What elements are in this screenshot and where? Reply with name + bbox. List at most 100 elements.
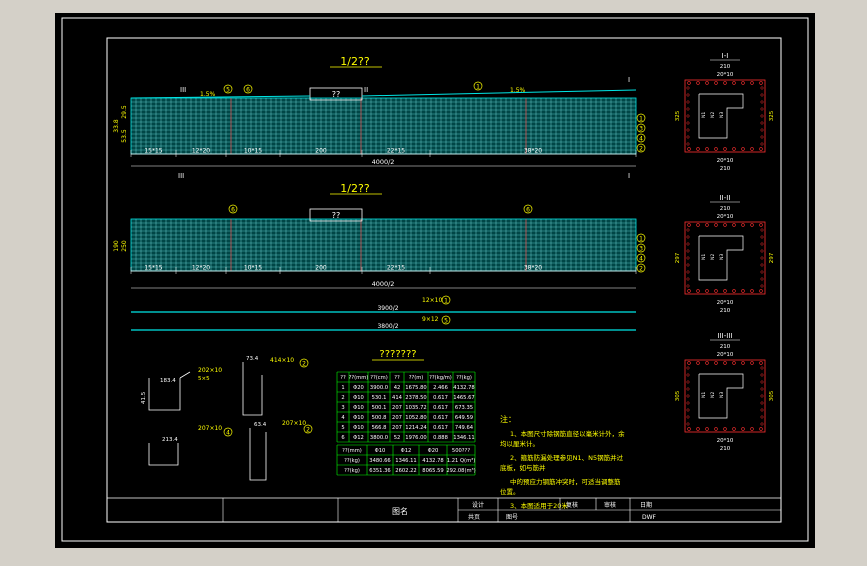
table-cell: 1465.67: [453, 395, 474, 401]
section-top-rebar: [750, 361, 754, 365]
detail-4-dim: 63.4: [254, 422, 267, 428]
table-cell: 2: [341, 395, 344, 401]
section-side-rebar: [686, 128, 690, 132]
section-sub-dim: 20*10: [717, 72, 734, 78]
section-side-rebar: [760, 142, 764, 146]
table-cell: 749.64: [455, 425, 474, 431]
section-side-rebar: [686, 422, 690, 426]
section-side-rebar: [760, 114, 764, 118]
section-side-rebar: [760, 277, 764, 281]
section-top-rebar: [741, 81, 745, 85]
elevation-2-circle-6a-label: 6: [231, 207, 235, 214]
detail-1-hook: [179, 371, 191, 379]
section-side-rebar: [686, 135, 690, 139]
section-top-rebar: [732, 361, 736, 365]
section-side-rebar: [760, 401, 764, 405]
longitudinal-bar-2-dim: 3800/2: [377, 323, 398, 330]
elevation-1-circle-6: [243, 84, 253, 94]
section-top-dim: 210: [720, 206, 731, 212]
table-cell: 5: [341, 425, 344, 431]
summary-header-cell: Φ10: [375, 448, 386, 454]
elevation-1-title: 1/2??: [340, 55, 370, 68]
section-bottom-dim: 20*10: [717, 438, 734, 444]
elevation-1-marker-i: I: [628, 76, 630, 84]
table-cell: 4: [341, 415, 345, 421]
segment-dimension: 12*20: [192, 265, 210, 272]
section-side-rebar: [686, 373, 690, 377]
detail-2-circle-label: 2: [302, 361, 306, 368]
title-block-cell-pages: 共页: [468, 513, 480, 521]
detail-1-sub: 5×5: [198, 376, 210, 382]
section-inner-label: N2: [710, 112, 716, 118]
section-bottom-rebar: [750, 289, 754, 293]
section-bottom-rebar: [687, 147, 691, 151]
rebar-marker-circle: [636, 263, 646, 273]
table-cell: Φ10: [353, 425, 364, 431]
table-cell: 3: [341, 405, 344, 411]
detail-4-circle: [303, 424, 313, 434]
section-top-rebar: [723, 223, 727, 227]
elevation-2-circle-6b-label: 6: [526, 207, 530, 214]
detail-1-dim-1: 183.4: [160, 378, 176, 384]
section-title: III-III: [718, 332, 733, 340]
notes-line-2: 均以厘米计。: [500, 439, 539, 448]
section-side-rebar: [686, 235, 690, 239]
summary-cell: ??(kg): [344, 458, 360, 464]
section-side-rebar: [760, 387, 764, 391]
summary-cell: 2602.22: [395, 468, 416, 474]
section-bottom-dim-2: 210: [720, 166, 731, 172]
section-top-rebar: [750, 223, 754, 227]
rebar-table-title: ???????: [379, 349, 416, 360]
section-top-rebar: [714, 223, 718, 227]
section-inner-label: N3: [719, 254, 725, 260]
summary-header-cell: Φ20: [428, 448, 439, 454]
table-cell: 1214.24: [405, 425, 427, 431]
section-side-rebar: [686, 86, 690, 90]
section-side-rebar: [686, 394, 690, 398]
section-top-rebar: [687, 223, 691, 227]
section-bottom-rebar: [732, 427, 736, 431]
notes-line-1: 1、本图尺寸除钢筋直径以毫米计外，余: [510, 429, 625, 438]
section-inner-stirrup: [698, 235, 744, 281]
section-side-dim-left: 297: [675, 252, 681, 263]
section-side-rebar: [760, 100, 764, 104]
longitudinal-bar-2-label: 9×12: [422, 316, 439, 323]
section-bottom-rebar: [696, 289, 700, 293]
elevation-1-center-box: [309, 87, 363, 101]
section-bottom-rebar: [696, 147, 700, 151]
bar-details: 202×10 5×5 183.4 41.5 414×10 2 73.4 207×…: [141, 356, 313, 481]
elevation-1-total-dim: 4000/2: [372, 158, 395, 166]
section-side-rebar: [686, 408, 690, 412]
table-header-cell: ??(mm): [349, 375, 369, 381]
section-top-rebar: [696, 361, 700, 365]
elevation-2-circle-6b: [523, 204, 533, 214]
section-top-rebar: [750, 81, 754, 85]
section-side-rebar: [686, 256, 690, 260]
summary-cell: 1346.11: [395, 458, 416, 464]
section-side-rebar: [686, 263, 690, 267]
table-cell: 42: [394, 385, 401, 391]
section-side-rebar: [760, 380, 764, 384]
section-bottom-rebar: [750, 427, 754, 431]
sheet-outer-frame: [61, 17, 809, 542]
table-cell: 2.466: [433, 385, 448, 391]
segment-dimension: 38*20: [524, 148, 542, 155]
rebar-marker-label: 3: [639, 125, 643, 132]
elevation-2-center-box-label: ??: [332, 211, 341, 220]
section-inner-stirrup: [698, 93, 744, 139]
summary-cell: ??(kg): [344, 468, 360, 474]
section-top-dim: 210: [720, 64, 731, 70]
table-cell: 2378.50: [405, 395, 426, 401]
rebar-marker-circle: [636, 253, 646, 263]
table-cell: Φ10: [353, 405, 364, 411]
detail-1-label: 202×10: [198, 367, 222, 374]
title-block-cell-review: 复核: [566, 501, 578, 509]
elevation-2-stirrup-grid: [131, 219, 636, 271]
section-top-rebar: [705, 81, 709, 85]
detail-2-shape: [242, 362, 263, 416]
section-title: I-I: [722, 52, 729, 60]
section-bottom-rebar: [741, 289, 745, 293]
